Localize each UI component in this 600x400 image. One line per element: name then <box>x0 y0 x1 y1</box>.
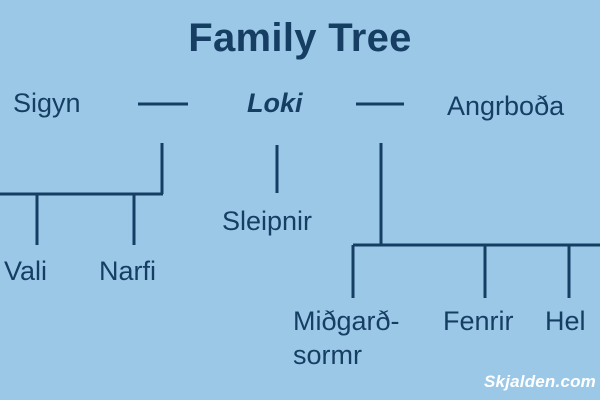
diagram-title: Family Tree <box>188 16 412 60</box>
node-fenrir: Fenrir <box>443 306 514 336</box>
node-midgardsormr-line2: sormr <box>293 340 362 370</box>
watermark: Skjalden.com <box>484 372 596 391</box>
node-angrbodha: Angrboða <box>447 91 565 121</box>
node-sigyn: Sigyn <box>13 88 81 118</box>
node-loki: Loki <box>247 88 303 118</box>
node-narfi: Narfi <box>99 256 157 286</box>
node-hel: Hel <box>545 306 586 336</box>
node-sleipnir: Sleipnir <box>222 206 313 236</box>
node-midgardsormr-line1: Miðgarð- <box>293 306 400 336</box>
node-vali: Vali <box>4 256 48 286</box>
